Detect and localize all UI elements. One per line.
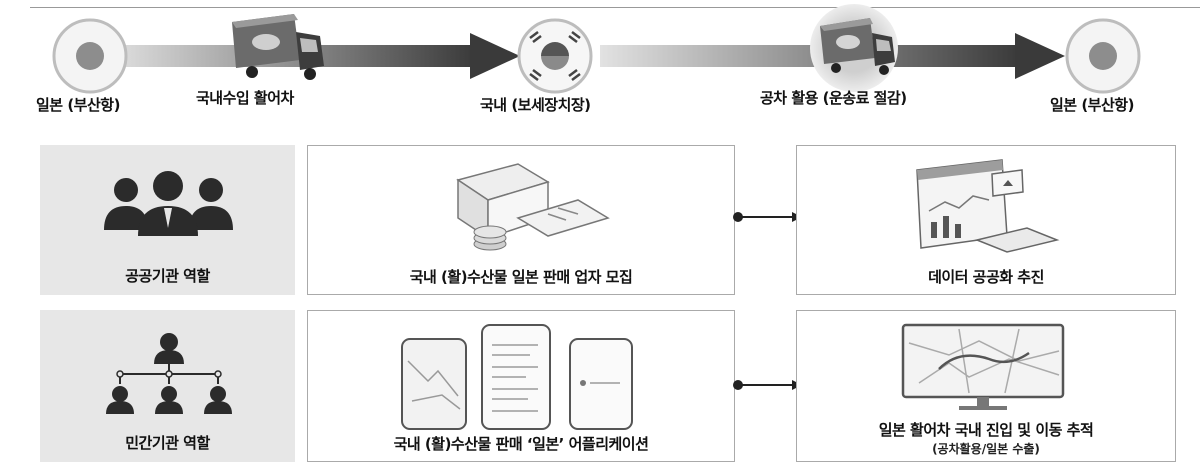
private-step1-box: 국내 (활)수산물 판매 ‘일본’ 어플리케이션 <box>307 310 735 462</box>
map-monitor-icon <box>901 323 1065 410</box>
truck-icon <box>810 4 898 92</box>
role-title: 민간기관 역할 <box>125 434 210 452</box>
role-title: 공공기관 역할 <box>125 267 210 285</box>
step-sublabel: (공차활용/일본 수출) <box>932 442 1040 456</box>
dashboard-monitor-icon <box>916 159 1060 253</box>
flow-truck-label: 공차 활용 (운송료 절감) <box>760 89 907 107</box>
group-people-icon <box>104 171 233 236</box>
korea-flag-icon <box>517 18 593 94</box>
step-label: 국내 (활)수산물 판매 ‘일본’ 어플리케이션 <box>393 435 649 453</box>
flow-arrow-2 <box>600 33 1065 79</box>
truck-icon <box>232 14 324 80</box>
public-step2-box: 데이터 공공화 추진 <box>796 145 1176 295</box>
step-label: 일본 활어차 국내 진입 및 이동 추적 <box>878 421 1094 439</box>
folder-documents-icon <box>456 163 610 251</box>
step-label: 데이터 공공화 추진 <box>928 268 1044 286</box>
top-divider <box>30 7 1200 8</box>
public-step1-box: 국내 (활)수산물 일본 판매 업자 모집 <box>307 145 735 295</box>
public-role-box: 공공기관 역할 <box>40 145 295 295</box>
circle-node-icon <box>52 18 128 94</box>
private-step2-box: 일본 활어차 국내 진입 및 이동 추적 (공차활용/일본 수출) <box>796 310 1176 462</box>
flow-truck-label: 국내수입 활어차 <box>196 89 294 107</box>
flow-node-label: 일본 (부산항) <box>1050 96 1134 114</box>
step-label: 국내 (활)수산물 일본 판매 업자 모집 <box>409 268 633 286</box>
flow-node-label: 국내 (보세장치장) <box>480 96 591 114</box>
circle-node-icon <box>1065 18 1141 94</box>
flow-node-label: 일본 (부산항) <box>36 96 120 114</box>
organization-chart-icon <box>106 333 232 414</box>
smartphones-icon <box>401 324 633 430</box>
private-role-box: 민간기관 역할 <box>40 310 295 462</box>
flow-diagram <box>52 4 1141 94</box>
